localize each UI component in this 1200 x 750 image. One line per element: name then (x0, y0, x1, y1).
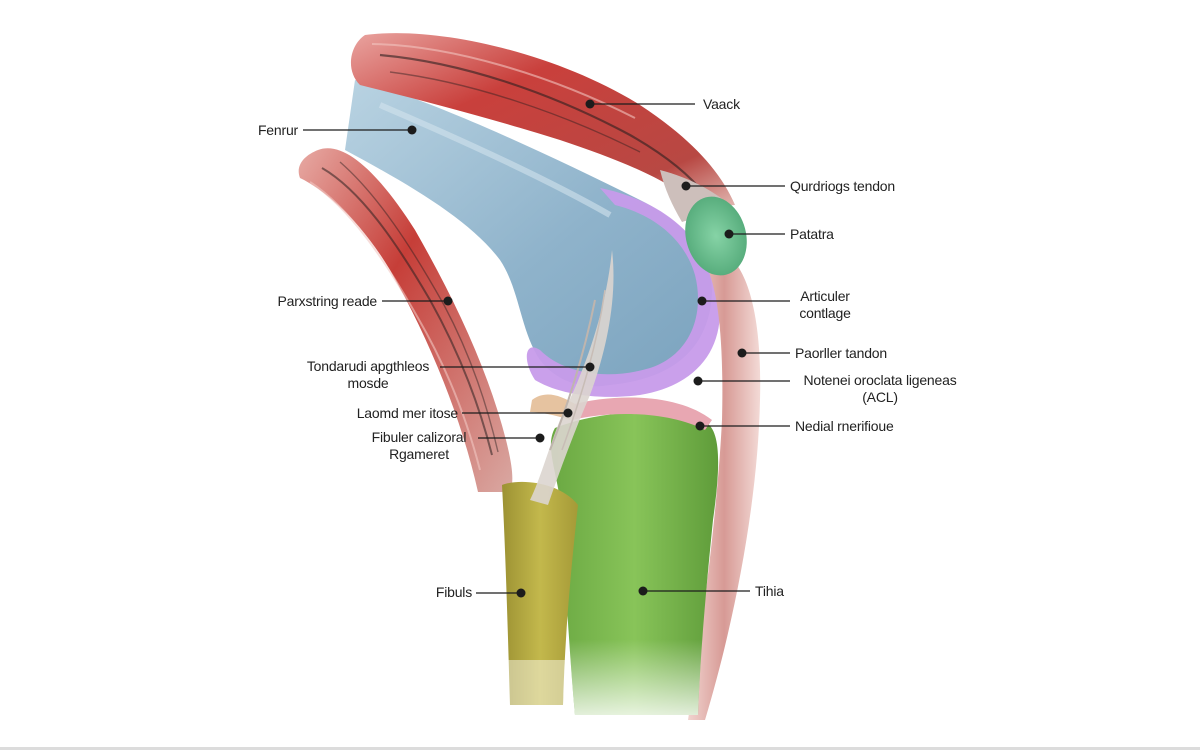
label-fibular-ligament-line2: Rgameret (389, 446, 449, 462)
label-fibular-ligament-line1: Fibuler calizoral (371, 429, 467, 445)
label-fibula: Fibuls (435, 584, 472, 600)
fibula-bone (502, 481, 578, 705)
hamstring-muscle (298, 148, 513, 492)
label-vasus: Vaack (703, 96, 740, 112)
label-patellar-tendon: Paorller tandon (795, 345, 887, 361)
label-popliteus: Tondarudi apgthleos mosde (300, 358, 436, 392)
patellar-tendon-shape (688, 255, 761, 720)
label-tibia: Tihia (755, 583, 784, 599)
label-lateral-meniscus: Laomd mer itose (356, 405, 458, 421)
label-hamstring: Parxstring reade (277, 293, 377, 309)
label-medial-meniscus: Nedial rnerifioue (795, 418, 894, 434)
articular-cartilage (526, 188, 720, 397)
label-popliteus-line2: mosde (347, 375, 389, 391)
patella-bone (685, 196, 747, 276)
leader-dots (407, 99, 747, 598)
bottom-divider (0, 747, 1200, 750)
label-articular-cartilage: Articuler contlage (790, 288, 860, 322)
medial-meniscus-shape (570, 397, 712, 430)
label-quadriceps-tendon: Qurdriogs tendon (790, 178, 895, 194)
label-femur: Fenrur (257, 122, 298, 138)
label-acl-line2: (ACL) (862, 389, 898, 405)
tibia-bone (550, 412, 719, 715)
label-acl: Notenei oroclata ligeneas (ACL) (795, 372, 965, 406)
label-acl-line1: Notenei oroclata ligeneas (803, 372, 957, 388)
femur-bone (345, 80, 712, 387)
label-articular-cartilage-line1: Articuler (800, 288, 850, 304)
label-articular-cartilage-line2: contlage (799, 305, 851, 321)
leader-lines (303, 103, 790, 594)
quadriceps-muscle (350, 33, 735, 208)
label-popliteus-line1: Tondarudi apgthleos (306, 358, 430, 374)
label-fibular-ligament: Fibuler calizoral Rgameret (362, 429, 476, 463)
label-patella: Patatra (790, 226, 834, 242)
